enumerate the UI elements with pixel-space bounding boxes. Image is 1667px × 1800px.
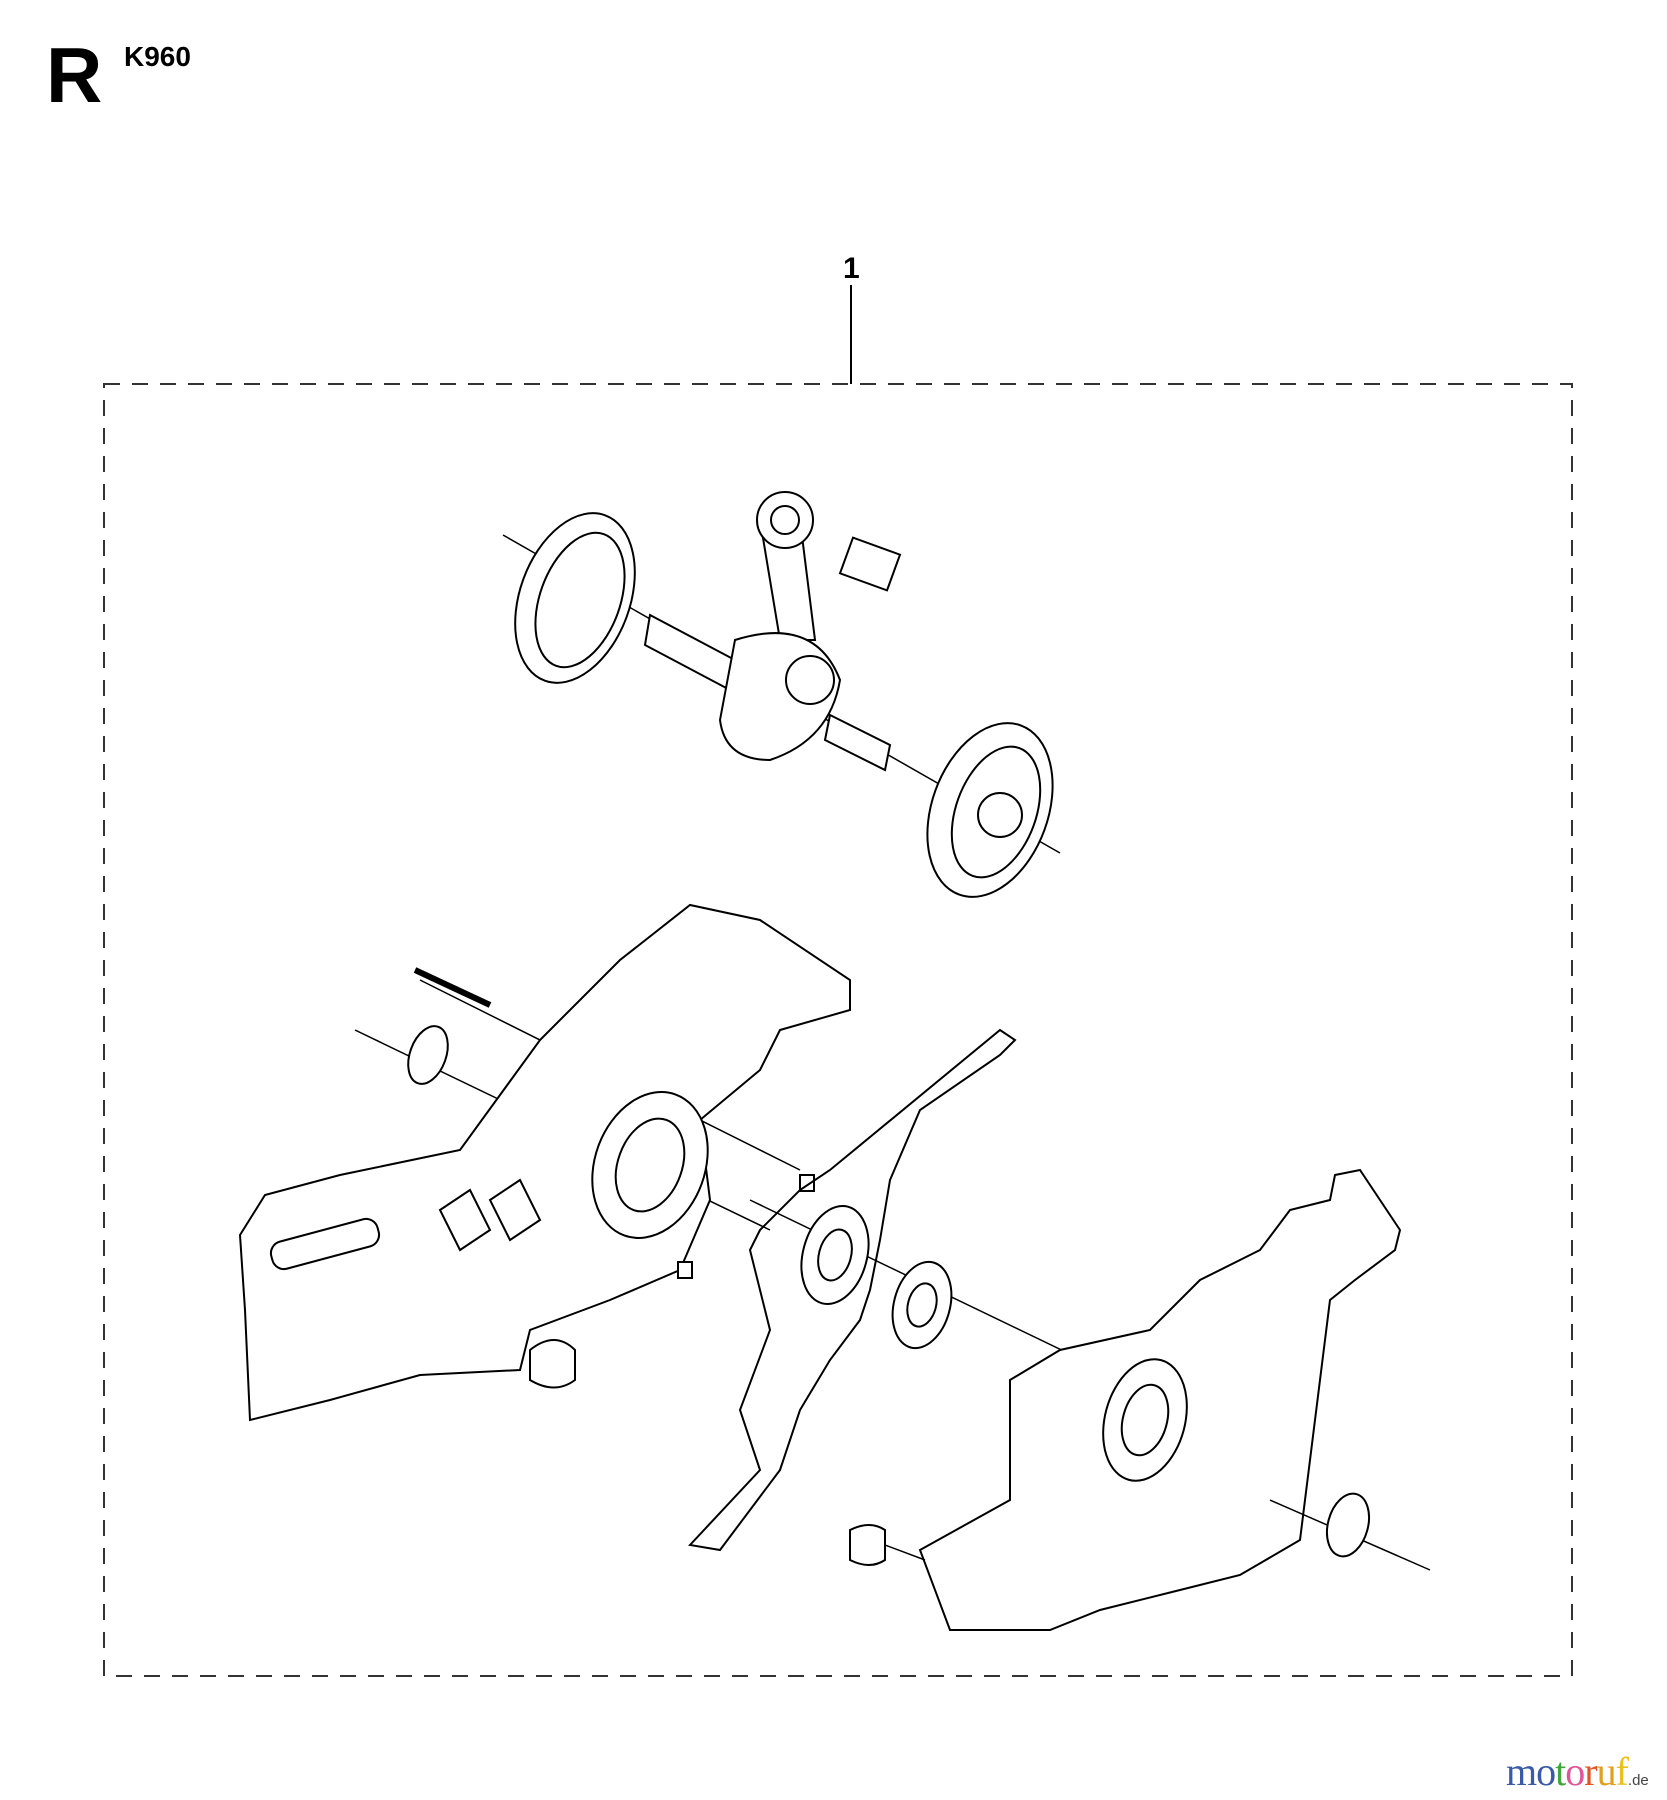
logo-letter: t — [1555, 1749, 1566, 1794]
crankcase-left-half — [238, 903, 851, 1422]
crankcase-right-half — [849, 1168, 1431, 1631]
logo-letter: u — [1596, 1749, 1617, 1794]
motoruf-watermark-logo: motoruf.de — [1506, 1752, 1649, 1792]
logo-letter: r — [1584, 1749, 1597, 1794]
kit-boundary-dashed-box — [103, 383, 1573, 1677]
logo-letter: m — [1506, 1749, 1537, 1794]
logo-suffix: .de — [1627, 1772, 1649, 1789]
callout-1: 1 — [843, 252, 860, 285]
oil-seal-left — [407, 1025, 449, 1085]
oil-seal-right — [1325, 1492, 1371, 1558]
gasket-and-bearings — [687, 1028, 1291, 1552]
crank-flywheel-right — [926, 722, 1054, 898]
plug — [849, 1524, 886, 1566]
logo-letter: o — [1565, 1749, 1585, 1794]
logo-letter: o — [1536, 1749, 1556, 1794]
crank-flywheel-left — [514, 512, 636, 684]
needle-bearing — [838, 536, 902, 592]
crankcase-gasket — [687, 1028, 1017, 1552]
section-letter: R — [46, 31, 103, 119]
bolt — [413, 967, 492, 1008]
crankshaft-assembly — [502, 491, 1061, 898]
model-label: K960 — [124, 41, 191, 72]
logo-letter: f — [1615, 1749, 1629, 1794]
grommet — [529, 1339, 576, 1389]
